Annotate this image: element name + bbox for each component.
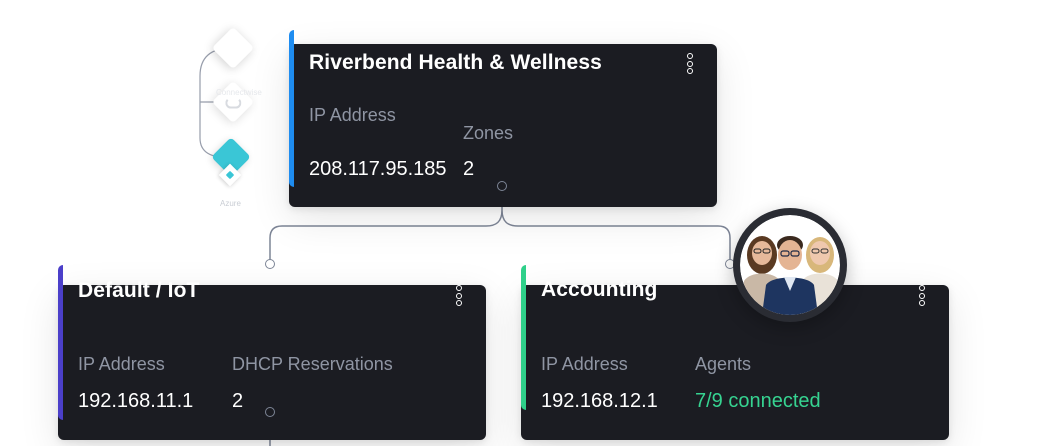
root-connector-port[interactable] bbox=[497, 181, 507, 191]
team-photo-avatar bbox=[740, 215, 840, 315]
zone-agents-value: 7/9 connected bbox=[695, 390, 821, 412]
card-accent-bar bbox=[521, 265, 526, 410]
zone-ip-value: 192.168.11.1 bbox=[78, 390, 194, 412]
zone-dhcp-value: 2 bbox=[232, 390, 244, 412]
zone-ip-value: 192.168.12.1 bbox=[541, 390, 658, 412]
root-ip-label: IP Address bbox=[309, 105, 396, 125]
zone-card-accounting[interactable]: Accounting IP Address Agents 192.168.12.… bbox=[521, 265, 949, 440]
zone-ip-label: IP Address bbox=[541, 354, 628, 374]
root-zones-label: Zones bbox=[463, 123, 514, 143]
card-accent-bar bbox=[58, 265, 63, 420]
zone-card-title: Default / IoT bbox=[78, 279, 200, 302]
root-network-card[interactable]: Riverbend Health & Wellness IP Address Z… bbox=[289, 30, 717, 207]
zone-card-title: Accounting bbox=[541, 278, 658, 301]
cloud-diamond-icon bbox=[225, 97, 242, 109]
root-ip-value: 208.117.95.185 bbox=[309, 158, 447, 180]
more-vertical-icon[interactable] bbox=[919, 285, 925, 308]
source-label-2: Connectwise bbox=[216, 88, 262, 97]
zone-dhcp-label: DHCP Reservations bbox=[232, 354, 393, 374]
card-accent-bar bbox=[289, 30, 294, 187]
zone-card-default-iot[interactable]: Default / IoT IP Address DHCP Reservatio… bbox=[58, 265, 486, 440]
zone-1-output-port[interactable] bbox=[265, 407, 275, 417]
zone-1-input-port[interactable] bbox=[265, 259, 275, 269]
more-vertical-icon[interactable] bbox=[687, 53, 693, 76]
zone-agents-label: Agents bbox=[695, 354, 752, 374]
root-card-title: Riverbend Health & Wellness bbox=[309, 51, 602, 74]
zone-ip-label: IP Address bbox=[78, 354, 165, 374]
root-zones-value: 2 bbox=[463, 158, 475, 180]
tree-connector-line bbox=[269, 186, 731, 264]
source-label-3: Azure bbox=[220, 199, 241, 208]
avatar[interactable] bbox=[733, 208, 847, 322]
more-vertical-icon[interactable] bbox=[456, 285, 462, 308]
